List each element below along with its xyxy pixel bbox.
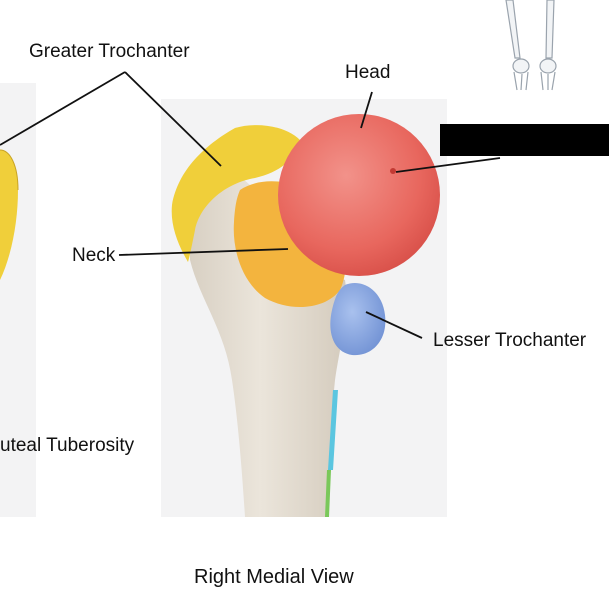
shaft-stripe-green: [325, 470, 331, 517]
femur-shaft: [190, 166, 347, 517]
head-label: Head: [345, 62, 391, 83]
leader-lesser-trochanter: [365, 311, 423, 339]
legs-skeleton-thumbnail-icon: [505, 0, 557, 91]
neck-label: Neck: [72, 245, 116, 266]
leader-head: [360, 91, 373, 129]
leader-greater-trochanter-left: [0, 71, 126, 146]
leader-fovea: [395, 157, 501, 173]
redacted-label-box: [440, 124, 609, 156]
leader-greater-trochanter-right: [124, 71, 222, 167]
greater-trochanter-shape: [171, 125, 300, 262]
view-caption: Right Medial View: [194, 566, 354, 588]
left-greater-trochanter-edge: [0, 149, 19, 191]
leader-neck: [118, 248, 289, 256]
fovea-marker: [390, 168, 396, 174]
greater-trochanter-label: Greater Trochanter: [29, 41, 190, 62]
lesser-trochanter-shape: [330, 283, 386, 356]
leader-lines: [0, 71, 501, 339]
shaft-stripe-cyan: [328, 390, 338, 470]
femoral-head-shape: [278, 114, 440, 276]
left-greater-trochanter-shape: [0, 150, 18, 280]
lesser-trochanter-label: Lesser Trochanter: [433, 330, 587, 351]
gluteal-tuberosity-label: uteal Tuberosity: [0, 435, 135, 456]
